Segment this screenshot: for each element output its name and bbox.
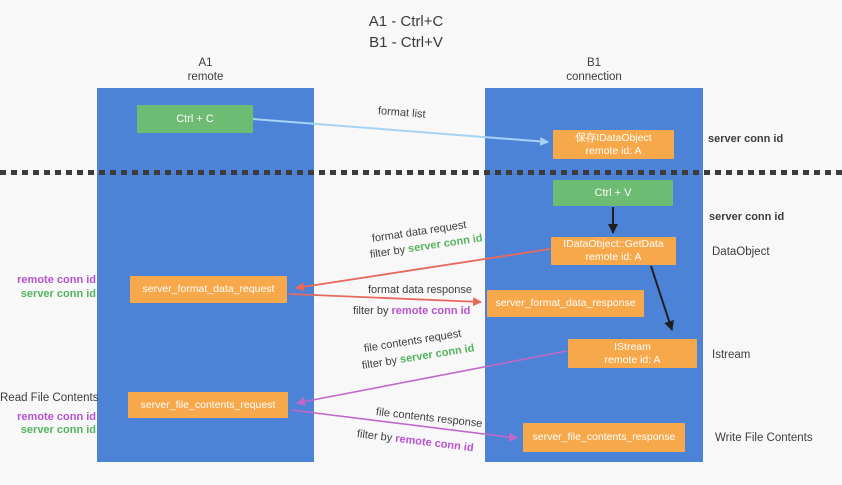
lane-left-subtitle: remote bbox=[187, 70, 224, 83]
lane-left-title: A1 bbox=[198, 57, 213, 69]
remote-conn-id-text: remote conn id bbox=[394, 432, 475, 455]
istream-line1: IStream bbox=[614, 340, 651, 353]
node-server-format-data-response: server_format_data_response bbox=[487, 290, 644, 317]
server-conn-id-label-top-right: server conn id bbox=[708, 133, 784, 145]
node-server-file-contents-response: server_file_contents_response bbox=[523, 423, 685, 452]
left-conn-id-stack-bottom: Read File Contents remote conn id server… bbox=[0, 392, 99, 438]
diagram-title: A1 - Ctrl+C B1 - Ctrl+V bbox=[340, 11, 472, 53]
save-dataobject-line1: 保存IDataObject bbox=[575, 131, 652, 144]
format-list-label: format list bbox=[377, 105, 427, 121]
server-file-contents-response-label: server_file_contents_response bbox=[532, 431, 676, 443]
title-line-1: A1 - Ctrl+C bbox=[368, 13, 444, 30]
node-getdata: IDataObject::GetData remote id: A bbox=[551, 237, 676, 265]
node-server-format-data-request: server_format_data_request bbox=[130, 276, 287, 303]
lane-left-header: A1 remote bbox=[97, 57, 314, 84]
filter-by-text: filter by bbox=[361, 354, 398, 372]
lane-right-subtitle: connection bbox=[566, 70, 622, 83]
format-data-response-filter-label: filter by remote conn id bbox=[353, 305, 470, 317]
server-format-data-request-label: server_format_data_request bbox=[142, 283, 275, 295]
getdata-line1: IDataObject::GetData bbox=[563, 238, 664, 250]
format-data-response-label: format data response bbox=[368, 284, 472, 296]
save-dataobject-line2: remote id: A bbox=[585, 144, 642, 157]
remote-conn-id-label: remote conn id bbox=[17, 274, 96, 286]
server-format-data-response-label: server_format_data_response bbox=[495, 297, 636, 309]
node-ctrl-v: Ctrl + V bbox=[553, 180, 673, 206]
ctrl-c-label: Ctrl + C bbox=[176, 112, 214, 125]
node-server-file-contents-request: server_file_contents_request bbox=[128, 392, 288, 418]
remote-conn-id-text: remote conn id bbox=[391, 305, 471, 317]
istream-line2: remote id: A bbox=[604, 353, 661, 366]
file-contents-response-label: file contents response bbox=[375, 406, 484, 431]
server-conn-id-label: server conn id bbox=[20, 287, 96, 300]
ctrl-v-label: Ctrl + V bbox=[594, 186, 632, 199]
node-ctrl-c: Ctrl + C bbox=[137, 105, 253, 133]
write-file-contents-label: Write File Contents bbox=[715, 432, 813, 444]
server-conn-id-label-mid-right: server conn id bbox=[709, 211, 785, 223]
separator-dotted-line bbox=[0, 170, 842, 175]
getdata-line2: remote id: A bbox=[585, 251, 642, 263]
left-conn-id-stack-mid: remote conn id server conn id bbox=[0, 274, 96, 301]
file-contents-response-filter-label: filter by remote conn id bbox=[356, 428, 474, 454]
filter-by-text: filter by bbox=[353, 305, 389, 317]
node-istream: IStream remote id: A bbox=[568, 339, 697, 368]
lane-right-header: B1 connection bbox=[485, 57, 703, 84]
read-file-contents-label: Read File Contents bbox=[0, 392, 99, 404]
lane-right-title: B1 bbox=[586, 57, 602, 69]
remote-conn-id-label: remote conn id bbox=[17, 410, 96, 423]
node-save-dataobject: 保存IDataObject remote id: A bbox=[553, 130, 674, 159]
dataobject-label: DataObject bbox=[712, 246, 770, 258]
title-line-2: B1 - Ctrl+V bbox=[369, 34, 443, 51]
server-file-contents-request-label: server_file_contents_request bbox=[140, 398, 276, 411]
filter-by-text: filter by bbox=[369, 243, 406, 261]
filter-by-text: filter by bbox=[356, 428, 393, 445]
server-conn-id-label: server conn id bbox=[20, 424, 96, 436]
istream-side-label: Istream bbox=[712, 349, 751, 361]
